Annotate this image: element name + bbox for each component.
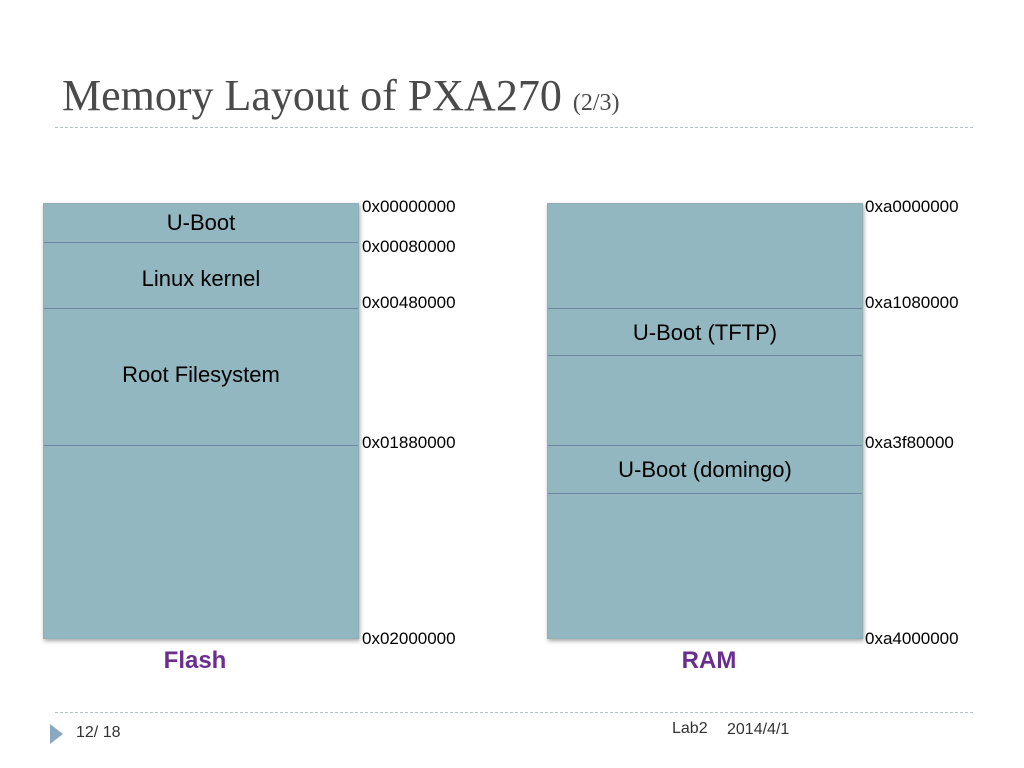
flash-address: 0x01880000	[362, 433, 456, 452]
slide-title-main: Memory Layout of PXA270	[62, 71, 562, 120]
title-divider	[55, 127, 973, 128]
flash-label: Flash	[163, 647, 227, 674]
ram-address: 0xa1080000	[865, 293, 959, 312]
flash-divider	[44, 308, 358, 309]
ram-label: RAM	[681, 647, 737, 674]
ram-divider	[548, 308, 862, 309]
slide-title: Memory Layout of PXA270 (2/3)	[62, 70, 620, 121]
ram-divider	[548, 493, 862, 494]
flash-divider	[44, 445, 358, 446]
flash-address: 0x00480000	[362, 293, 456, 312]
flash-region-linux-kernel: Linux kernel	[141, 266, 261, 291]
footer-divider	[55, 712, 973, 713]
ram-divider	[548, 355, 862, 356]
flash-region-root-filesystem: Root Filesystem	[122, 362, 280, 387]
ram-address: 0xa4000000	[865, 629, 959, 648]
page-number: 12/ 18	[76, 724, 121, 741]
flash-divider	[44, 242, 358, 243]
footer-course: Lab2	[672, 720, 708, 737]
ram-region-uboot-tftp: U-Boot (TFTP)	[632, 320, 778, 345]
ram-region-uboot-domingo: U-Boot (domingo)	[618, 457, 792, 482]
flash-address: 0x00000000	[362, 197, 456, 216]
flash-region-uboot: U-Boot	[166, 210, 236, 235]
ram-address: 0xa0000000	[865, 197, 959, 216]
footer-date: 2014/4/1	[727, 721, 790, 738]
flash-address: 0x00080000	[362, 237, 456, 256]
flash-memory-block: U-Boot Linux kernel Root Filesystem	[43, 203, 359, 639]
slide-title-suffix: (2/3)	[572, 90, 620, 116]
play-triangle-icon	[50, 724, 63, 744]
ram-divider	[548, 445, 862, 446]
ram-memory-block: U-Boot (TFTP) U-Boot (domingo)	[547, 203, 863, 639]
flash-address: 0x02000000	[362, 629, 456, 648]
ram-address: 0xa3f80000	[865, 433, 954, 452]
